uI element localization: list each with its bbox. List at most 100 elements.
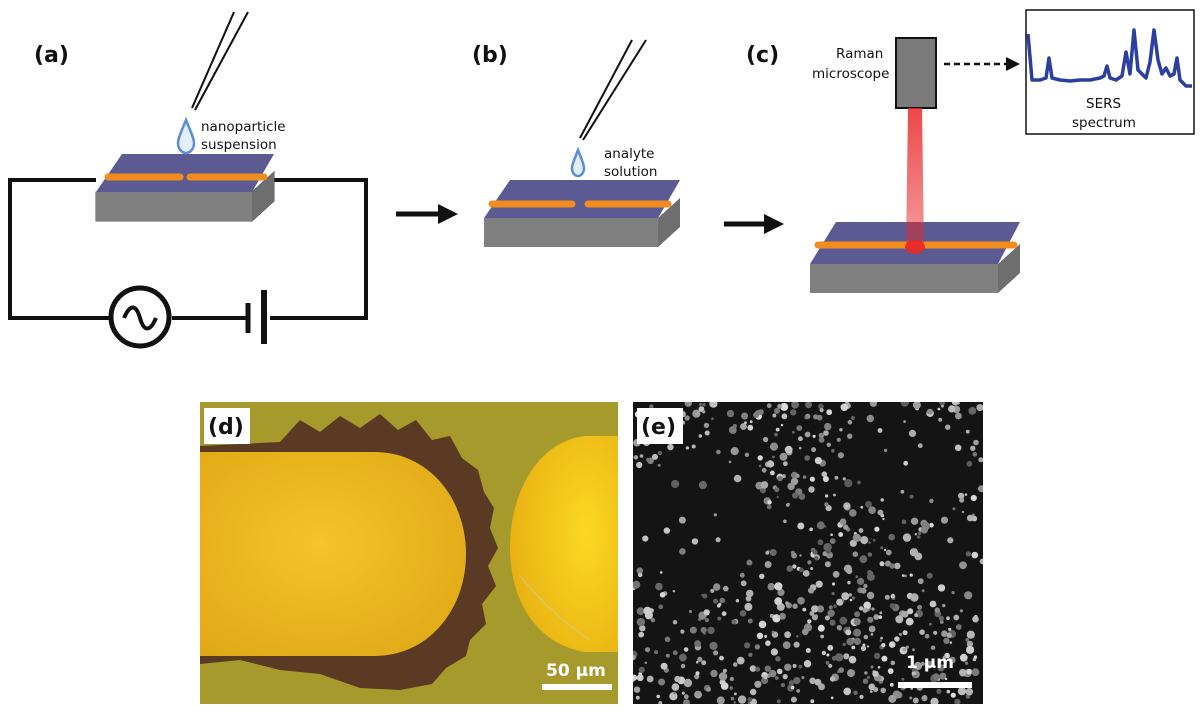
sem-particle	[740, 423, 747, 430]
sem-particle	[971, 551, 979, 559]
sem-particle	[940, 620, 944, 624]
sem-particle	[965, 688, 973, 696]
sem-particle	[859, 555, 868, 564]
sem-particle	[866, 675, 871, 680]
sem-particle	[847, 433, 853, 439]
sem-particle	[909, 665, 913, 669]
sem-particle	[934, 607, 940, 613]
sem-particle	[817, 624, 825, 632]
sem-particle	[836, 437, 841, 442]
sem-particle	[919, 629, 925, 635]
sem-particle	[914, 613, 918, 618]
sem-particle	[836, 598, 844, 606]
sem-particle	[798, 664, 803, 669]
sem-particle	[713, 583, 721, 591]
sem-particle	[777, 475, 783, 482]
sem-particle	[926, 572, 933, 579]
sem-particle	[636, 617, 646, 627]
sem-particle	[649, 404, 654, 409]
sem-particle	[743, 421, 747, 425]
sem-particle	[964, 493, 968, 496]
sem-particle	[937, 660, 942, 665]
sem-particle	[933, 630, 938, 635]
sem-particle	[815, 580, 823, 588]
sem-particle	[814, 556, 819, 561]
sem-particle	[863, 583, 868, 589]
sem-particle	[860, 505, 864, 509]
sem-particle	[880, 546, 884, 550]
spectrum-label-line1: SERS	[1086, 96, 1121, 112]
sem-particle	[874, 526, 880, 532]
sem-particle	[920, 526, 929, 534]
sem-particle	[833, 604, 837, 608]
sem-particle	[691, 444, 696, 449]
sem-particle	[827, 609, 835, 617]
panel-b: (b) analyte solution	[472, 39, 680, 247]
sem-particle	[965, 637, 970, 642]
sem-particle	[824, 422, 832, 431]
sem-particle	[879, 639, 882, 642]
sem-particle	[978, 457, 983, 463]
sem-particle	[730, 447, 739, 456]
sem-particle	[905, 617, 914, 626]
sem-particle	[802, 607, 807, 612]
sem-particle	[821, 650, 827, 656]
sem-particle	[917, 531, 922, 536]
sem-particle	[717, 616, 722, 621]
chip-b	[484, 180, 680, 247]
sem-particle	[646, 457, 651, 463]
sem-particle	[793, 677, 801, 685]
sem-particle	[847, 669, 855, 678]
svg-text:50 µm: 50 µm	[546, 661, 606, 681]
sem-particle	[804, 455, 810, 461]
sem-particle	[799, 554, 802, 557]
sem-particle	[788, 680, 795, 686]
sem-particle	[949, 641, 953, 644]
sem-particle	[796, 425, 803, 431]
sem-particle	[733, 474, 742, 483]
pipette-icon	[191, 11, 249, 111]
sem-particle	[791, 552, 797, 559]
sem-particle	[658, 701, 663, 704]
sem-particle	[755, 666, 761, 672]
sem-particle	[807, 619, 812, 624]
sem-particle	[733, 662, 738, 667]
panel-d-label-box	[204, 408, 250, 444]
sem-particle	[839, 616, 848, 625]
sem-particle	[864, 671, 868, 675]
sem-particle	[890, 660, 896, 666]
sem-particle	[767, 500, 772, 505]
drop-note-b-line2: solution	[604, 164, 657, 180]
sem-particle	[943, 637, 950, 644]
sem-particle	[948, 405, 956, 413]
sem-particle	[764, 561, 772, 568]
sem-particle	[809, 527, 813, 532]
sem-particle	[979, 558, 983, 565]
sem-particle	[769, 669, 777, 678]
sem-particle	[706, 687, 711, 692]
sem-particle	[824, 615, 830, 621]
sem-particle	[658, 604, 664, 610]
sem-particle	[786, 565, 793, 572]
sem-particle	[867, 570, 872, 575]
sem-particle	[946, 632, 952, 638]
pipette-icon	[579, 39, 647, 141]
sem-particle	[777, 403, 782, 409]
sem-particle	[786, 502, 790, 506]
sem-particle	[819, 408, 824, 413]
droplet-icon	[176, 116, 196, 155]
sem-particle	[719, 679, 726, 686]
sem-particle	[699, 402, 703, 406]
sem-particle	[872, 670, 879, 677]
sem-particle	[796, 635, 799, 638]
sem-particle	[713, 650, 719, 656]
sem-particle	[665, 653, 670, 658]
sem-particle	[822, 476, 829, 482]
sem-particle	[881, 643, 886, 648]
sem-particle	[966, 645, 975, 654]
sem-particle	[937, 664, 945, 672]
sem-particle	[871, 607, 875, 611]
sem-particle	[857, 480, 861, 485]
sem-particle	[818, 437, 825, 443]
sem-particle	[835, 653, 844, 662]
